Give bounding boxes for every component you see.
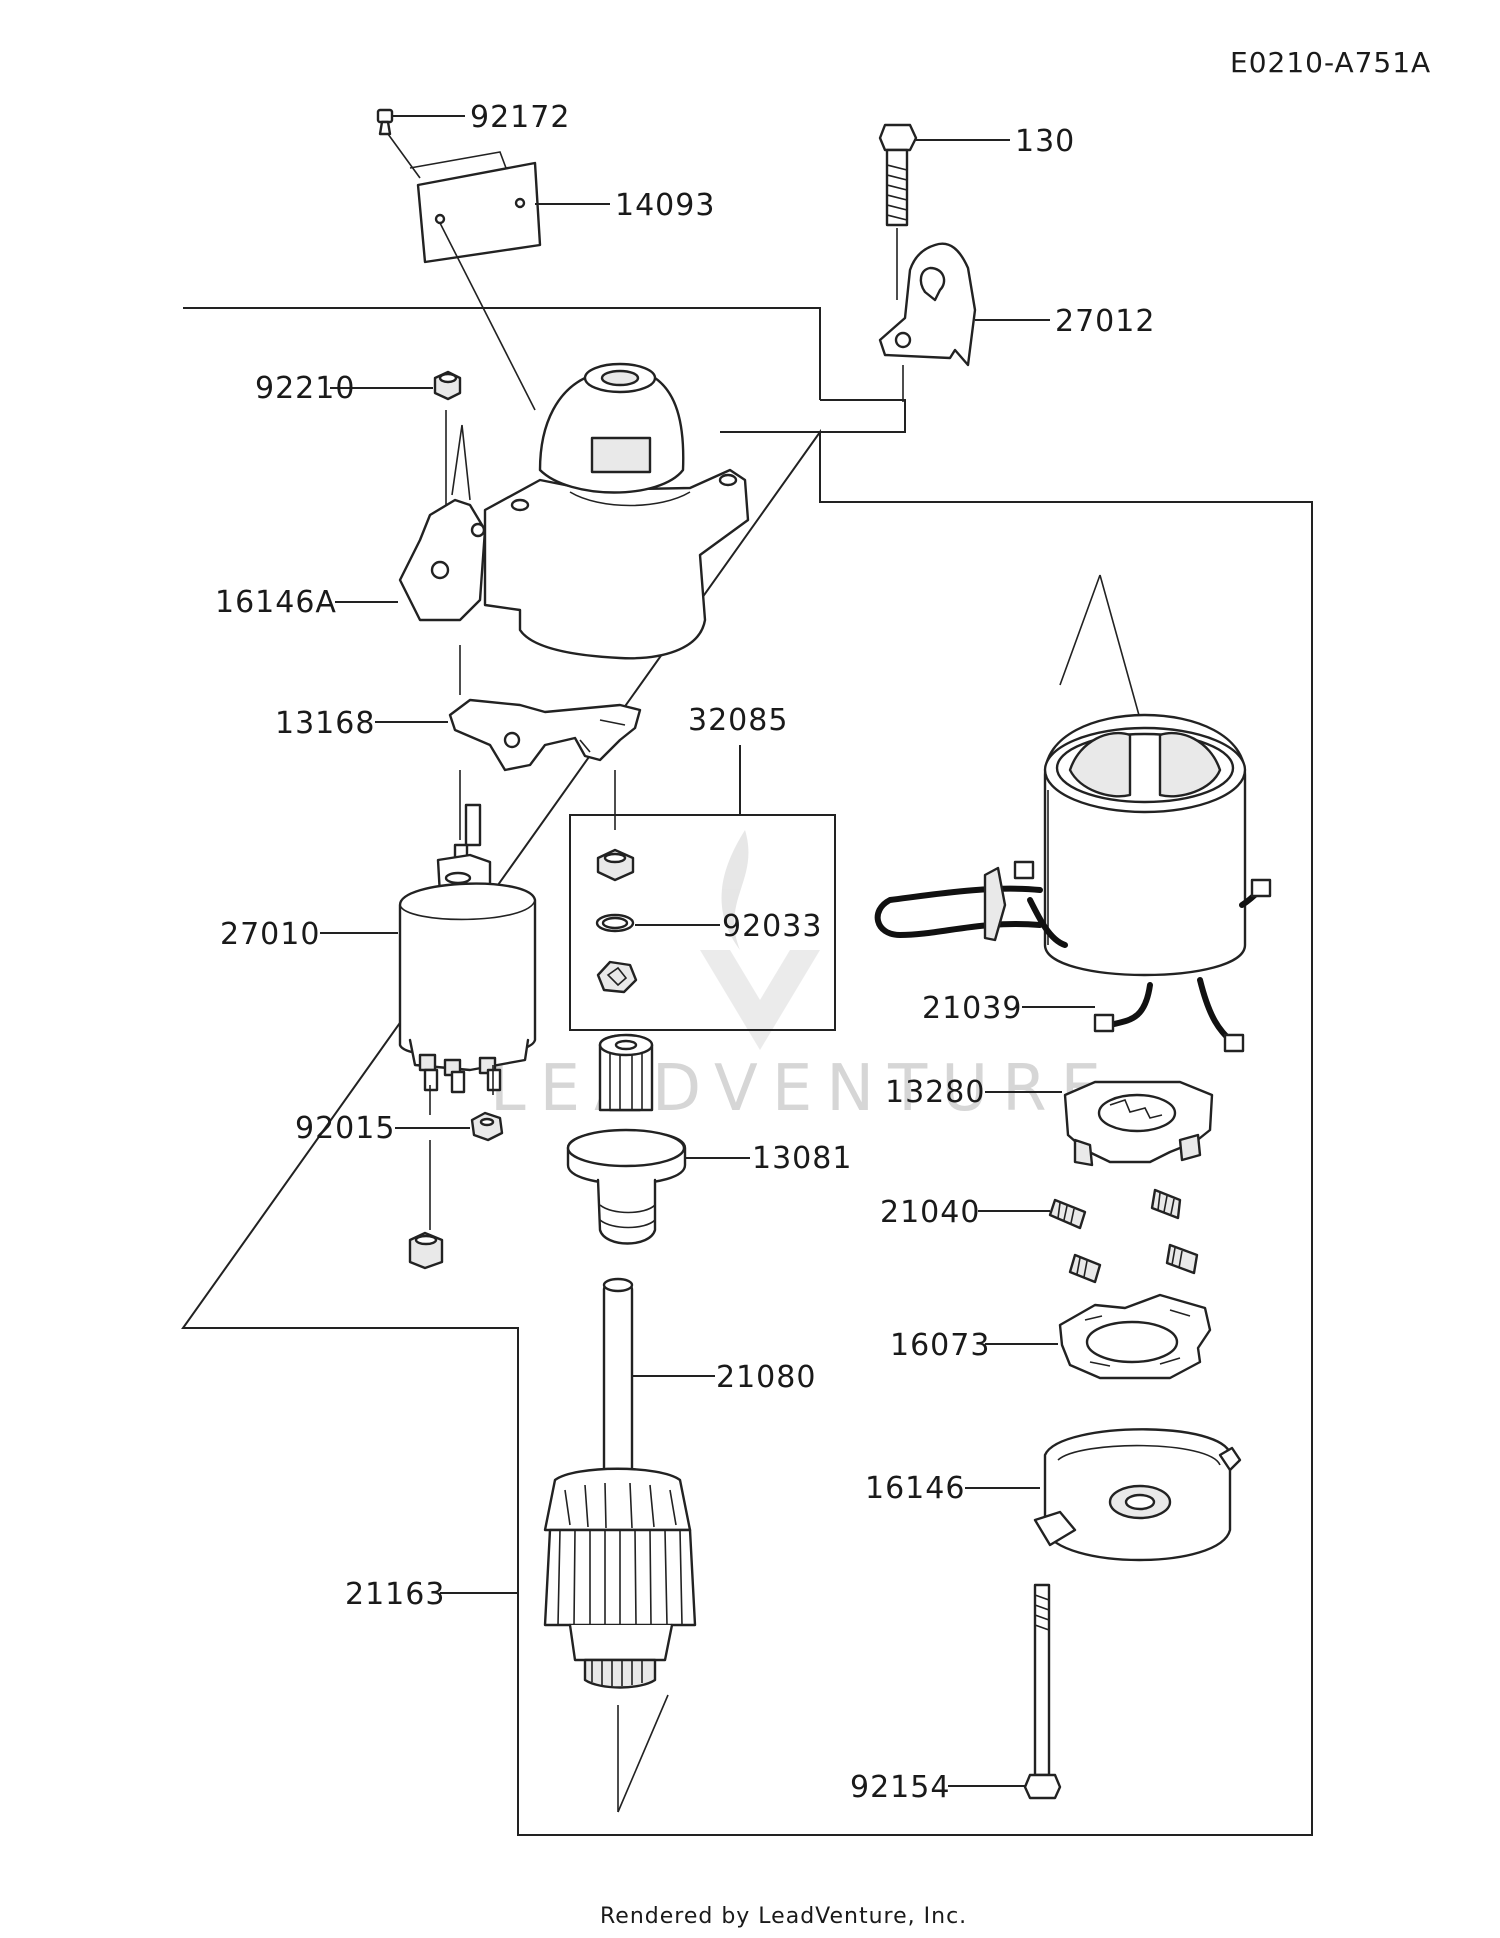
- seal-32085-icon[interactable]: [596, 960, 638, 994]
- part-label-130[interactable]: 130: [1015, 124, 1075, 159]
- yoke-21039-icon[interactable]: [874, 574, 1272, 1053]
- armature-21080-icon[interactable]: [543, 1277, 692, 1537]
- solenoid-27010-icon[interactable]: [398, 803, 537, 1094]
- bracket-27012-icon[interactable]: [878, 242, 977, 367]
- watermark-text: LEADVENTURE: [490, 1052, 1115, 1126]
- nut-92210-icon[interactable]: [433, 370, 462, 401]
- part-label-13280[interactable]: 13280: [885, 1075, 985, 1110]
- through-bolt-92154-icon[interactable]: [1023, 1583, 1062, 1800]
- part-label-21163[interactable]: 21163: [345, 1577, 445, 1612]
- part-label-92015[interactable]: 92015: [295, 1111, 395, 1146]
- part-label-92172[interactable]: 92172: [470, 100, 570, 135]
- part-label-16073[interactable]: 16073: [890, 1328, 990, 1363]
- part-label-21080[interactable]: 21080: [716, 1360, 816, 1395]
- screw-92172-icon[interactable]: [376, 108, 394, 136]
- diagram-code: E0210-A751A: [1230, 46, 1431, 79]
- part-label-27012[interactable]: 27012: [1055, 304, 1155, 339]
- lever-13168-icon[interactable]: [448, 698, 642, 772]
- assembly-frame: [181, 307, 1313, 1836]
- part-label-21039[interactable]: 21039: [922, 991, 1022, 1026]
- part-label-92154[interactable]: 92154: [850, 1770, 950, 1805]
- spring-21040-icon[interactable]: [1048, 1188, 1199, 1284]
- part-label-13168[interactable]: 13168: [275, 706, 375, 741]
- plate-14093-icon[interactable]: [409, 151, 542, 264]
- part-label-13081[interactable]: 13081: [752, 1141, 852, 1176]
- spring-washer-92033-icon[interactable]: [595, 913, 635, 933]
- footer-credit: Rendered by LeadVenture, Inc.: [600, 1904, 967, 1929]
- part-label-92033[interactable]: 92033: [722, 909, 822, 944]
- part-label-14093[interactable]: 14093: [615, 188, 715, 223]
- nut-92015-icon[interactable]: [470, 1111, 504, 1142]
- brush-holder-13280-icon[interactable]: [1063, 1080, 1214, 1167]
- plate-16073-icon[interactable]: [1058, 1293, 1212, 1380]
- part-label-32085[interactable]: 32085: [688, 703, 788, 738]
- part-label-27010[interactable]: 27010: [220, 917, 320, 952]
- part-label-21040[interactable]: 21040: [880, 1195, 980, 1230]
- pinion-13081-icon[interactable]: [566, 1033, 687, 1245]
- armature-21163-icon[interactable]: [543, 1528, 697, 1689]
- part-label-92210[interactable]: 92210: [255, 371, 355, 406]
- rear-cover-16146-icon[interactable]: [1033, 1428, 1242, 1562]
- front-housing-16146A-icon[interactable]: [398, 362, 750, 660]
- part-label-16146A[interactable]: 16146A: [215, 585, 337, 620]
- bolt-130-icon[interactable]: [878, 123, 918, 227]
- boot-32085-icon[interactable]: [596, 848, 635, 882]
- part-label-16146[interactable]: 16146: [865, 1471, 965, 1506]
- nut-92015b-icon[interactable]: [408, 1231, 444, 1270]
- watermark-logo: [700, 830, 820, 1050]
